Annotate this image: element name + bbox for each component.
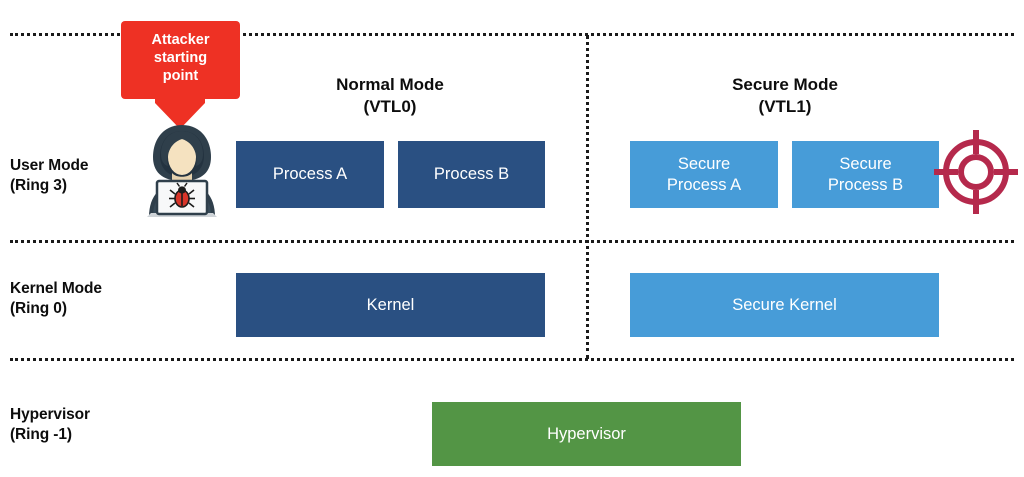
separator-kernel-hypervisor xyxy=(10,358,1014,361)
block-kernel[interactable]: Kernel xyxy=(236,273,545,337)
bug-icon xyxy=(169,182,195,208)
separator-top xyxy=(10,33,1014,36)
column-header-normal-mode: Normal Mode (VTL0) xyxy=(336,75,444,117)
block-secure-process-a[interactable]: Secure Process A xyxy=(630,141,778,208)
column-header-secure-mode: Secure Mode (VTL1) xyxy=(732,75,838,117)
block-secure-kernel[interactable]: Secure Kernel xyxy=(630,273,939,337)
callout-arrow-icon xyxy=(155,97,205,129)
block-secure-process-b[interactable]: Secure Process B xyxy=(792,141,939,208)
row-label-hypervisor: Hypervisor (Ring -1) xyxy=(10,406,90,444)
block-hypervisor[interactable]: Hypervisor xyxy=(432,402,741,466)
hacker-with-laptop-icon xyxy=(147,125,217,217)
attacker-starting-point-callout[interactable]: Attacker starting point xyxy=(121,21,240,99)
block-process-b[interactable]: Process B xyxy=(398,141,545,208)
separator-normal-secure xyxy=(586,35,589,359)
row-label-user-mode: User Mode (Ring 3) xyxy=(10,157,89,195)
block-process-a[interactable]: Process A xyxy=(236,141,384,208)
crosshair-target-icon xyxy=(934,130,1018,214)
row-label-kernel-mode: Kernel Mode (Ring 0) xyxy=(10,280,102,318)
separator-user-kernel xyxy=(10,240,1014,243)
